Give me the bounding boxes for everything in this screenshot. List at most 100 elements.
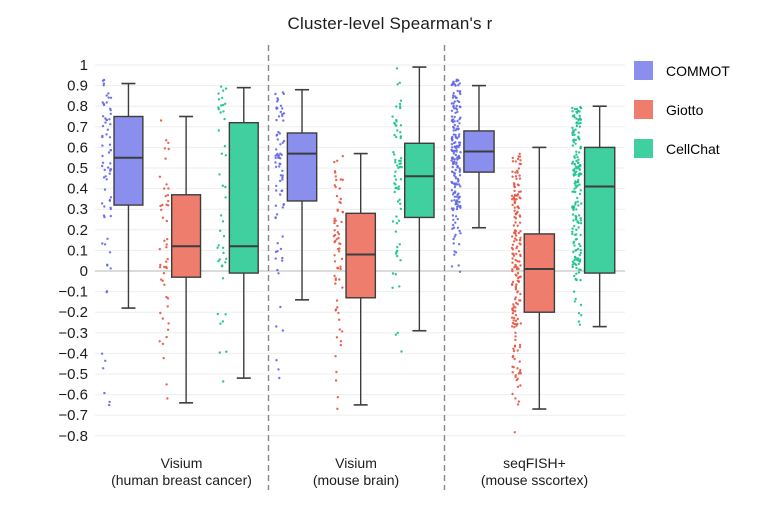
strip-point-cellchat: [396, 129, 399, 132]
y-tick-label: −0.7: [58, 407, 88, 424]
strip-point-commot: [108, 172, 111, 175]
strip-point-commot: [454, 135, 457, 139]
strip-point-giotto: [516, 205, 520, 208]
strip-point-giotto: [517, 231, 521, 235]
strip-point-commot: [456, 119, 459, 123]
strip-point-commot: [459, 105, 462, 109]
strip-point-commot: [274, 257, 277, 260]
strip-point-commot: [279, 143, 282, 146]
strip-point-giotto: [513, 345, 517, 348]
strip-point-cellchat: [575, 170, 578, 173]
strip-point-giotto: [516, 403, 520, 406]
strip-point-giotto: [514, 319, 518, 322]
strip-point-cellchat: [576, 196, 579, 200]
strip-point-cellchat: [571, 190, 574, 193]
group-label-line1: Visium: [161, 455, 203, 471]
strip-point-cellchat: [392, 151, 395, 154]
strip-point-cellchat: [395, 124, 398, 127]
strip-point-commot: [459, 151, 462, 154]
strip-point-cellchat: [396, 245, 399, 249]
strip-point-giotto: [165, 219, 168, 223]
strip-point-cellchat: [218, 351, 221, 354]
strip-point-commot: [101, 161, 105, 164]
strip-point-cellchat: [219, 322, 222, 325]
group-label-line2: (mouse brain): [313, 472, 399, 488]
strip-point-cellchat: [395, 222, 399, 225]
strip-point-giotto: [515, 252, 518, 255]
strip-point-giotto: [337, 236, 340, 240]
strip-point-cellchat: [394, 273, 397, 276]
strip-point-giotto: [514, 212, 518, 215]
strip-point-commot: [459, 92, 462, 96]
strip-point-giotto: [334, 282, 337, 285]
strip-point-commot: [451, 181, 454, 185]
strip-point-cellchat: [573, 233, 577, 236]
group-label-line2: (mouse sscortex): [481, 472, 588, 488]
strip-point-cellchat: [571, 232, 574, 236]
strip-point-commot: [452, 126, 456, 130]
strip-point-cellchat: [579, 249, 582, 252]
strip-point-giotto: [165, 260, 168, 263]
strip-point-commot: [451, 96, 455, 99]
strip-point-cellchat: [400, 350, 403, 353]
strip-point-cellchat: [574, 184, 577, 187]
strip-point-cellchat: [574, 173, 577, 176]
strip-point-commot: [450, 102, 454, 105]
strip-point-giotto: [514, 171, 517, 174]
strip-point-giotto: [516, 183, 520, 186]
strip-point-giotto: [339, 197, 342, 201]
strip-point-commot: [108, 251, 112, 254]
strip-point-commot: [451, 165, 454, 169]
strip-point-giotto: [338, 200, 341, 204]
strip-point-giotto: [519, 215, 522, 218]
strip-point-giotto: [165, 383, 168, 386]
strip-point-giotto: [519, 162, 522, 166]
strip-point-giotto: [510, 316, 514, 319]
strip-point-cellchat: [575, 122, 578, 125]
strip-point-cellchat: [394, 170, 397, 173]
strip-point-commot: [450, 109, 454, 113]
strip-point-giotto: [162, 356, 165, 360]
strip-point-cellchat: [391, 272, 395, 275]
strip-point-giotto: [514, 375, 517, 379]
strip-point-cellchat: [578, 214, 581, 217]
strip-point-commot: [103, 243, 107, 246]
strip-point-giotto: [339, 265, 342, 268]
strip-point-cellchat: [572, 240, 576, 243]
strip-point-cellchat: [393, 190, 396, 194]
strip-point-commot: [103, 188, 107, 191]
strip-point-commot: [101, 124, 105, 128]
strip-point-cellchat: [399, 124, 403, 127]
strip-point-cellchat: [573, 167, 576, 170]
strip-point-cellchat: [577, 204, 580, 207]
strip-point-cellchat: [393, 133, 396, 137]
strip-point-giotto: [511, 282, 514, 286]
strip-point-giotto: [518, 152, 521, 155]
strip-point-cellchat: [571, 213, 575, 216]
strip-point-cellchat: [575, 218, 578, 221]
strip-point-cellchat: [396, 164, 399, 167]
strip-point-giotto: [518, 275, 521, 279]
strip-point-commot: [281, 206, 284, 209]
strip-point-cellchat: [579, 147, 582, 150]
strip-point-cellchat: [219, 214, 223, 217]
strip-point-commot: [278, 376, 281, 380]
strip-point-giotto: [514, 286, 518, 289]
strip-point-giotto: [518, 260, 521, 263]
strip-point-giotto: [512, 254, 516, 257]
strip-point-commot: [102, 84, 105, 87]
strip-point-cellchat: [575, 208, 578, 211]
strip-point-giotto: [516, 260, 519, 263]
strip-point-commot: [453, 95, 457, 98]
strip-point-commot: [453, 120, 456, 123]
strip-point-commot: [105, 133, 108, 136]
strip-point-commot: [454, 215, 458, 218]
strip-point-giotto: [335, 299, 339, 302]
strip-point-cellchat: [391, 220, 395, 223]
strip-point-commot: [109, 149, 113, 152]
strip-point-commot: [458, 133, 461, 136]
strip-point-cellchat: [576, 200, 579, 203]
strip-point-giotto: [516, 157, 520, 161]
strip-point-giotto: [513, 322, 516, 326]
strip-point-cellchat: [575, 117, 578, 120]
